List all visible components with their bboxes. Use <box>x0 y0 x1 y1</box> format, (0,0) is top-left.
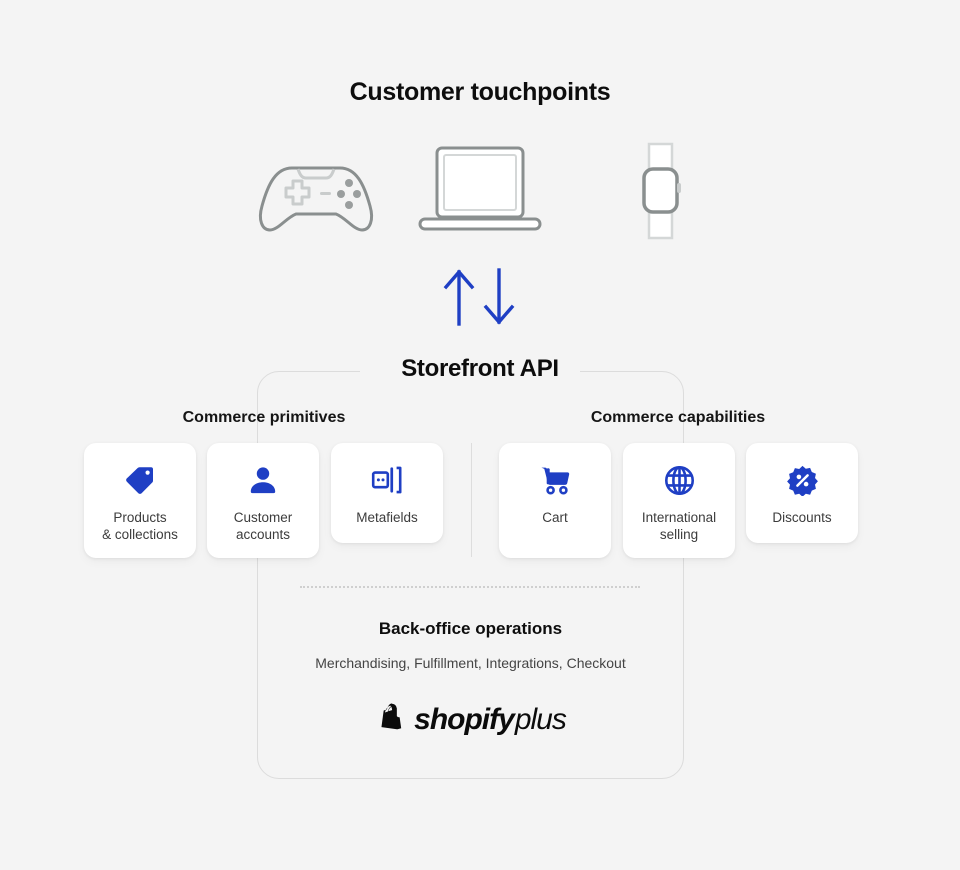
card-cart[interactable]: Cart <box>499 443 611 558</box>
sync-arrows <box>0 266 960 333</box>
card-metafields[interactable]: Metafields <box>331 443 443 543</box>
group-divider <box>471 443 472 557</box>
card-products-collections[interactable]: Products & collections <box>84 443 196 558</box>
person-icon <box>248 465 278 495</box>
group-label-commerce-capabilities: Commerce capabilities <box>590 409 766 426</box>
discount-badge-icon <box>786 465 818 496</box>
gamepad-icon <box>252 140 380 251</box>
backoffice-title: Back-office operations <box>378 619 563 638</box>
shopping-cart-icon <box>539 465 571 495</box>
metafields-icon <box>370 465 404 495</box>
backoffice-subtitle: Merchandising, Fulfillment, Integrations… <box>315 655 626 671</box>
page-title: Customer touchpoints <box>349 78 611 106</box>
logo-word-shopify: shopify <box>414 702 515 736</box>
customer-touchpoints-row <box>0 140 960 250</box>
card-label: Discounts <box>772 510 832 525</box>
card-label: Products & collections <box>102 510 178 542</box>
card-international-selling[interactable]: International selling <box>623 443 735 558</box>
logo-word-plus: plus <box>514 702 567 736</box>
card-customer-accounts[interactable]: Customer accounts <box>207 443 319 558</box>
globe-icon <box>664 465 695 495</box>
price-tag-icon <box>124 465 156 495</box>
smartwatch-icon <box>636 140 686 247</box>
capability-cards: Products & collections Customer accounts <box>0 443 960 558</box>
api-title-gap <box>360 360 580 384</box>
card-label: Customer accounts <box>233 510 293 542</box>
card-discounts[interactable]: Discounts <box>746 443 858 543</box>
storefront-api-title: Storefront API <box>401 355 559 382</box>
laptop-icon <box>414 140 546 245</box>
card-label: Metafields <box>356 510 418 525</box>
shopify-bag-icon <box>375 700 405 739</box>
group-label-commerce-primitives: Commerce primitives <box>182 409 346 426</box>
dotted-divider <box>300 586 640 589</box>
card-label: Cart <box>542 510 568 525</box>
card-label: International selling <box>641 510 717 542</box>
